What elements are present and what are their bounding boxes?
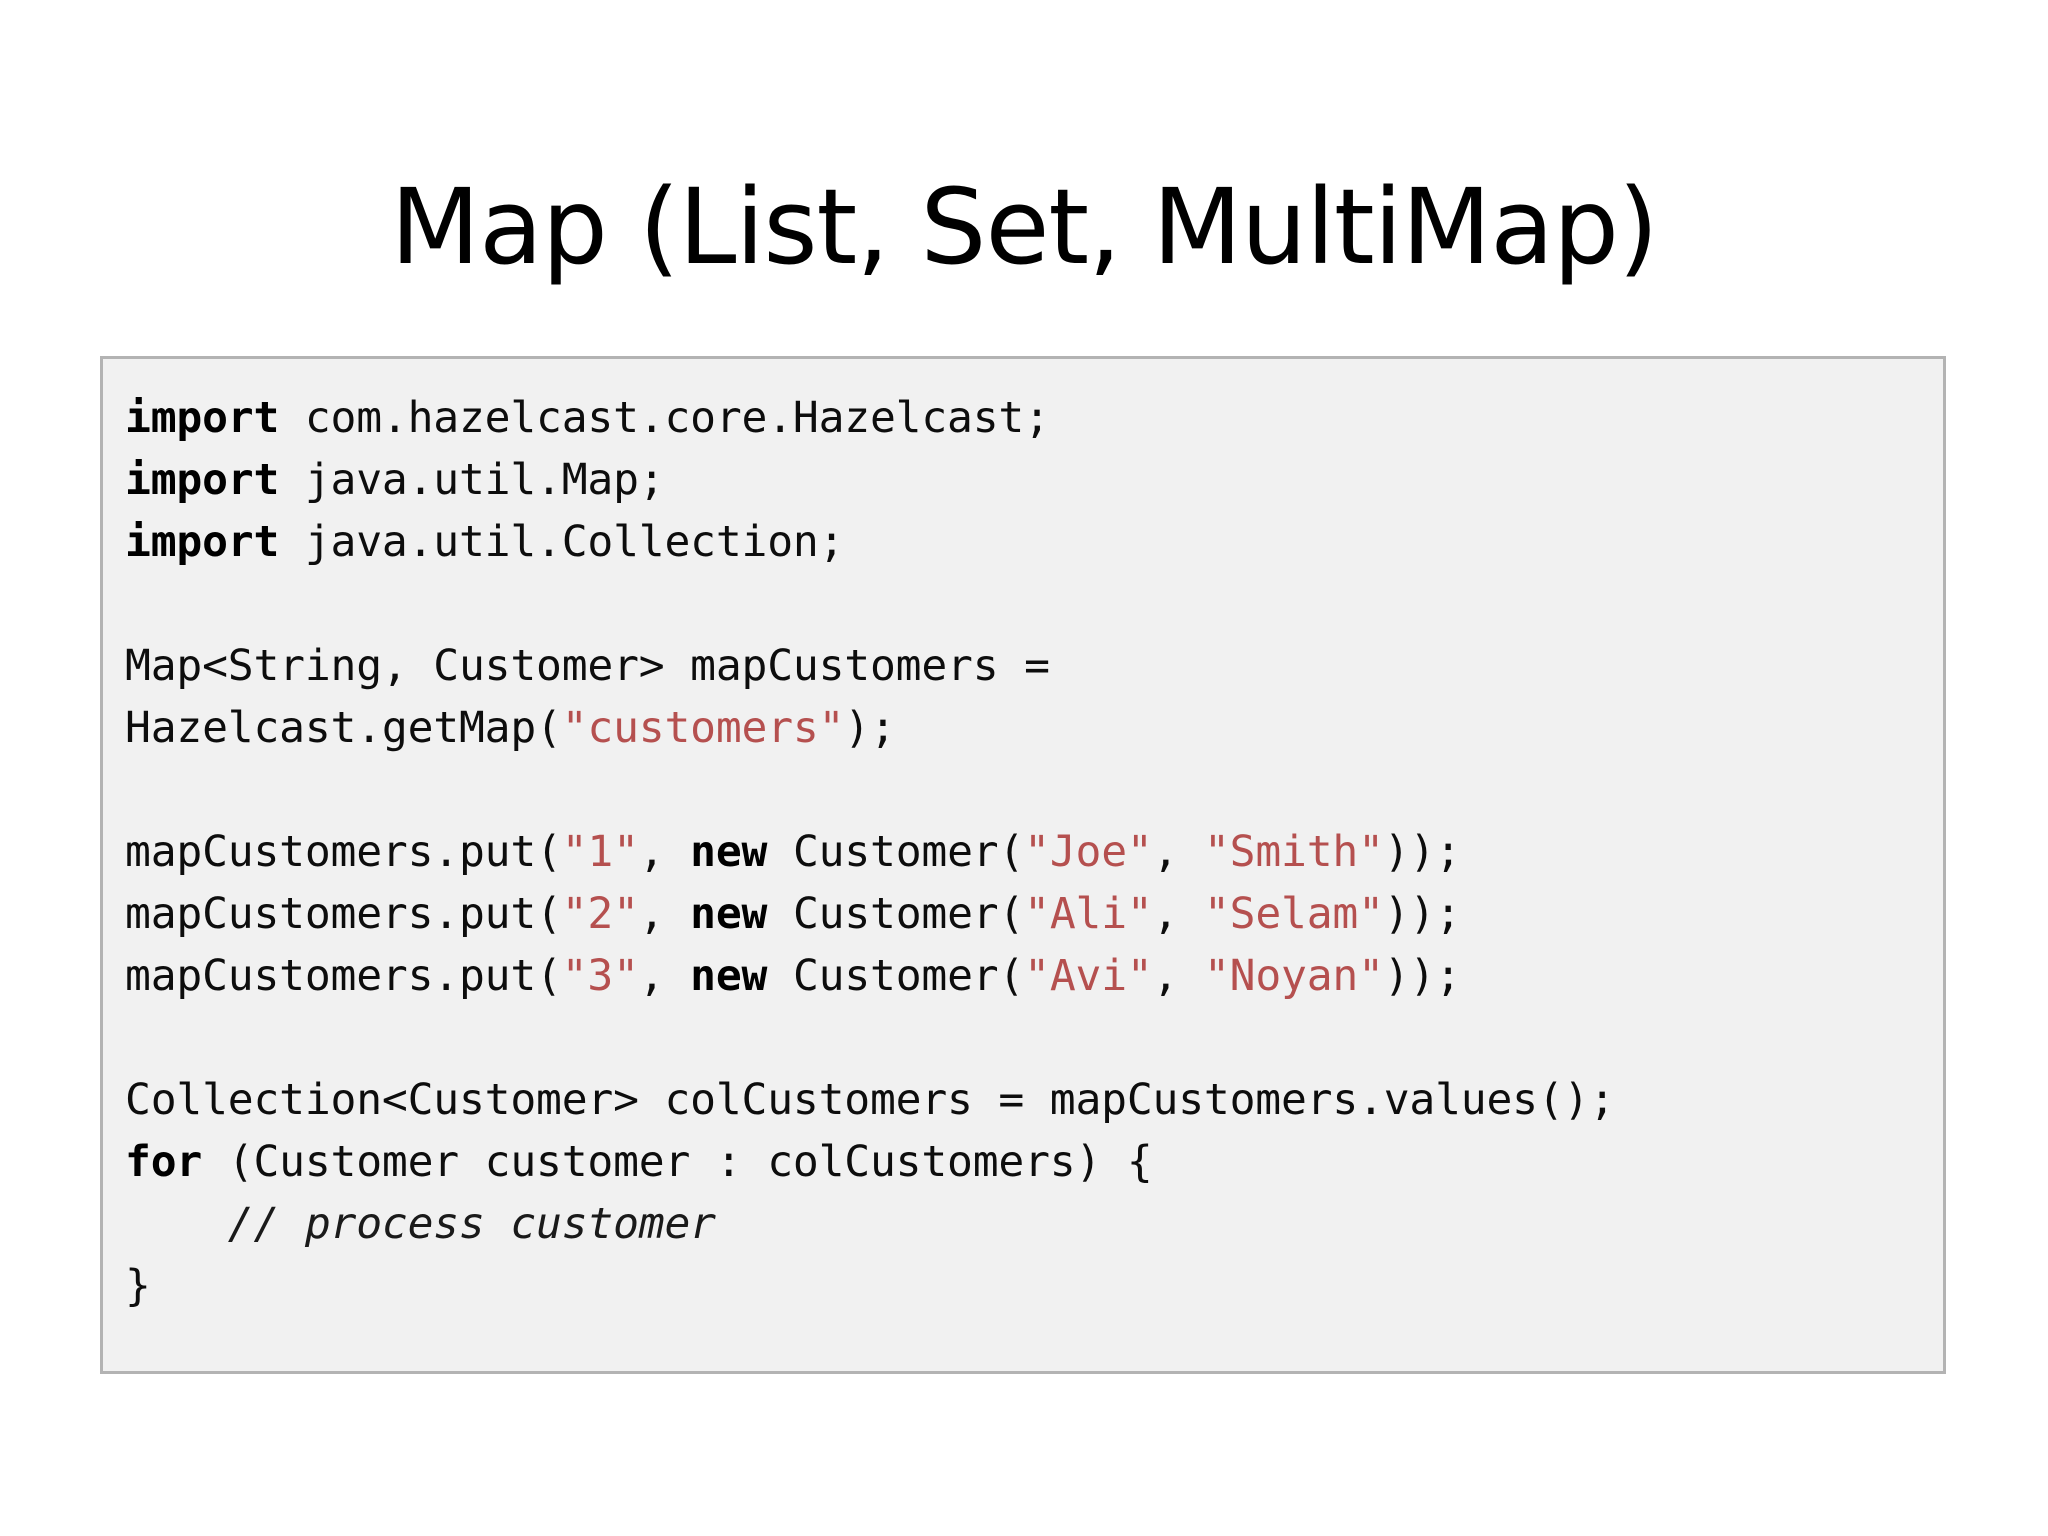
code-token-plain: com.hazelcast.core.Hazelcast; bbox=[279, 393, 1050, 443]
code-token-kw: new bbox=[690, 951, 768, 1001]
code-token-plain: Customer( bbox=[767, 951, 1025, 1001]
code-token-plain: )); bbox=[1383, 827, 1461, 877]
page-title: Map (List, Set, MultiMap) bbox=[390, 165, 1658, 288]
code-lines-container: import com.hazelcast.core.Hazelcast;impo… bbox=[125, 387, 1943, 1317]
code-token-plain: )); bbox=[1383, 889, 1461, 939]
code-line: } bbox=[125, 1255, 1943, 1317]
code-token-kw: new bbox=[690, 827, 768, 877]
code-token-str: "Joe" bbox=[1024, 827, 1153, 877]
code-token-str: "customers" bbox=[561, 703, 845, 753]
code-line: import java.util.Map; bbox=[125, 449, 1943, 511]
code-line: Map<String, Customer> mapCustomers = bbox=[125, 635, 1943, 697]
code-token-plain: , bbox=[638, 889, 691, 939]
code-token-plain: Map<String, Customer> mapCustomers = bbox=[125, 641, 1050, 691]
code-token-str: "3" bbox=[561, 951, 639, 1001]
code-token-plain bbox=[125, 1199, 228, 1249]
code-token-plain: , bbox=[1152, 827, 1204, 877]
code-token-plain: ); bbox=[844, 703, 896, 753]
code-token-plain: java.util.Map; bbox=[279, 455, 665, 505]
code-token-plain: )); bbox=[1383, 951, 1461, 1001]
code-token-str: "Noyan" bbox=[1203, 951, 1384, 1001]
code-token-plain: , bbox=[1152, 889, 1204, 939]
code-line: mapCustomers.put("3", new Customer("Avi"… bbox=[125, 945, 1943, 1007]
code-token-plain: Customer( bbox=[767, 889, 1025, 939]
code-line bbox=[125, 759, 1943, 821]
code-token-plain: Customer( bbox=[767, 827, 1025, 877]
code-line: // process customer bbox=[125, 1193, 1943, 1255]
code-token-kw: import bbox=[125, 393, 280, 443]
code-line: Collection<Customer> colCustomers = mapC… bbox=[125, 1069, 1943, 1131]
code-line: for (Customer customer : colCustomers) { bbox=[125, 1131, 1943, 1193]
code-line: Hazelcast.getMap("customers"); bbox=[125, 697, 1943, 759]
code-token-str: "Smith" bbox=[1203, 827, 1384, 877]
code-token-plain: mapCustomers.put( bbox=[125, 951, 562, 1001]
code-line: import com.hazelcast.core.Hazelcast; bbox=[125, 387, 1943, 449]
code-token-plain: java.util.Collection; bbox=[279, 517, 845, 567]
code-block: import com.hazelcast.core.Hazelcast;impo… bbox=[100, 356, 1946, 1374]
code-line: mapCustomers.put("2", new Customer("Ali"… bbox=[125, 883, 1943, 945]
code-token-str: "1" bbox=[561, 827, 639, 877]
code-token-plain: Collection<Customer> colCustomers = mapC… bbox=[125, 1075, 1615, 1125]
code-token-cmt: // process customer bbox=[227, 1199, 716, 1249]
code-token-plain: Hazelcast.getMap( bbox=[125, 703, 562, 753]
code-token-plain: , bbox=[1152, 951, 1204, 1001]
code-line: mapCustomers.put("1", new Customer("Joe"… bbox=[125, 821, 1943, 883]
code-token-kw: import bbox=[125, 517, 280, 567]
code-token-str: "2" bbox=[561, 889, 639, 939]
code-token-kw: for bbox=[125, 1137, 203, 1187]
code-token-kw: import bbox=[125, 455, 280, 505]
code-line bbox=[125, 1007, 1943, 1069]
code-token-str: "Avi" bbox=[1024, 951, 1153, 1001]
code-token-str: "Selam" bbox=[1203, 889, 1384, 939]
code-line: import java.util.Collection; bbox=[125, 511, 1943, 573]
code-token-plain: mapCustomers.put( bbox=[125, 827, 562, 877]
code-token-plain: , bbox=[638, 951, 691, 1001]
code-token-plain: , bbox=[638, 827, 691, 877]
code-line bbox=[125, 573, 1943, 635]
code-token-kw: new bbox=[690, 889, 768, 939]
code-token-plain: (Customer customer : colCustomers) { bbox=[202, 1137, 1153, 1187]
code-token-plain: mapCustomers.put( bbox=[125, 889, 562, 939]
code-token-str: "Ali" bbox=[1024, 889, 1153, 939]
code-token-plain: } bbox=[125, 1261, 151, 1311]
